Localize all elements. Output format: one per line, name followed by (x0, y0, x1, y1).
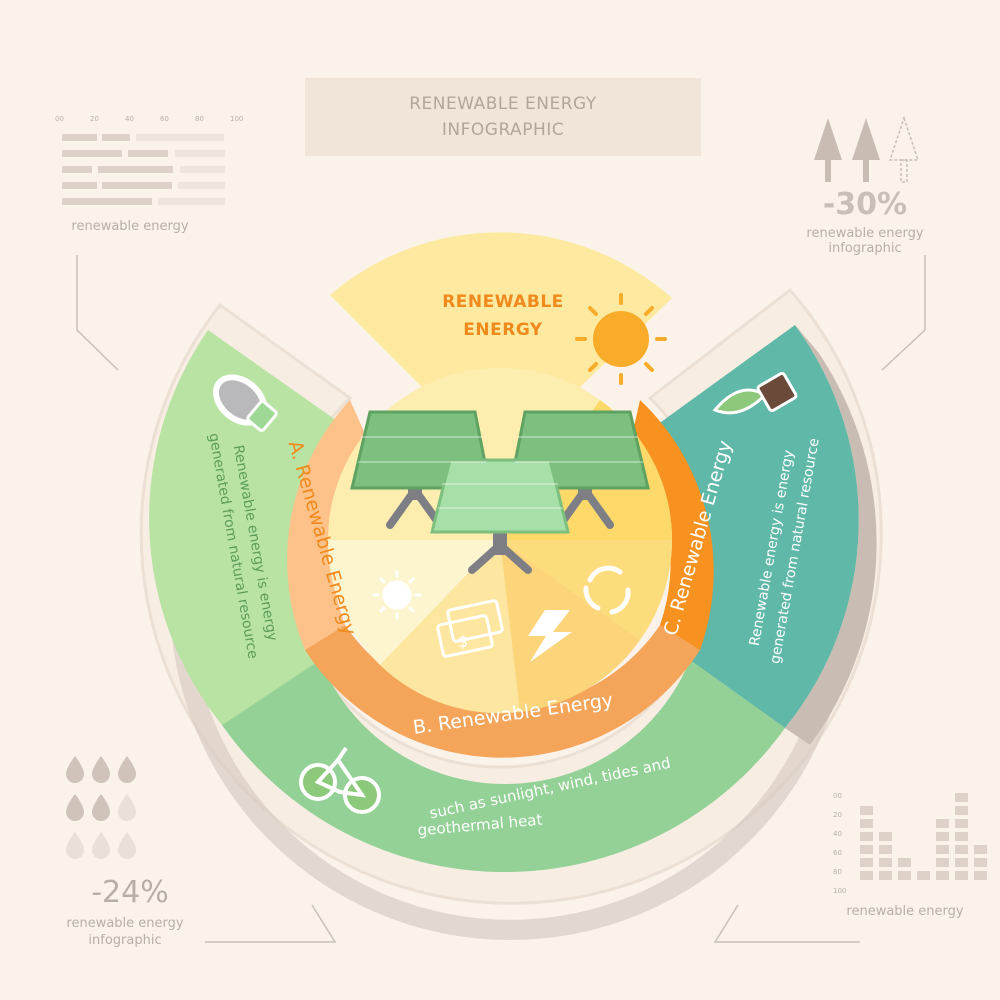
top-right-value: -30% (822, 187, 908, 222)
bulb-icon (213, 374, 278, 432)
header-line-2: INFOGRAPHIC (441, 120, 565, 140)
top-left-caption: renewable energy (71, 219, 189, 234)
bottom-right-tick: 80 (833, 868, 842, 876)
recycle-icon (583, 565, 631, 615)
top-left-tick: 80 (195, 115, 204, 123)
bottom-right-tick: 00 (833, 792, 842, 800)
block-chart-cell (860, 806, 873, 815)
connector-top-right (881, 255, 926, 371)
inner-slice-3 (500, 540, 640, 712)
connector-bottom-right (713, 904, 860, 943)
block-chart-cell (955, 871, 968, 880)
block-chart-cell (860, 871, 873, 880)
block-chart-cell (974, 858, 987, 867)
block-chart-cell (955, 806, 968, 815)
block-chart-cell (898, 858, 911, 867)
center-line-2: ENERGY (463, 320, 543, 340)
bottom-right-caption: renewable energy (846, 904, 964, 919)
segment-b[interactable] (222, 660, 785, 873)
bicycle-icon (299, 746, 381, 814)
block-chart-cell (898, 871, 911, 880)
sun-icon (575, 293, 667, 385)
bottom-right-block-chart (860, 793, 987, 880)
block-chart-cell (955, 819, 968, 828)
top-left-tick: 100 (230, 115, 244, 123)
drops-icon (66, 756, 136, 859)
lightning-icon (528, 610, 572, 662)
top-left-tick: 00 (55, 115, 64, 123)
plant-icon (712, 371, 798, 415)
bottom-right-tick: 60 (833, 849, 842, 857)
block-chart-cell (936, 858, 949, 867)
top-left-bar-chart (62, 134, 225, 205)
block-chart-cell (879, 832, 892, 841)
block-chart-cell (860, 819, 873, 828)
block-chart-cell (917, 871, 930, 880)
block-chart-cell (936, 832, 949, 841)
block-chart-cell (936, 845, 949, 854)
ring-b (305, 625, 700, 758)
segment-c[interactable] (650, 325, 859, 728)
top-fan (330, 232, 672, 465)
block-chart-cell (879, 845, 892, 854)
block-chart-cell (955, 832, 968, 841)
solar-panel-center-icon (430, 458, 570, 574)
svg-text:$: $ (458, 632, 468, 651)
connector-bottom-left (205, 904, 337, 943)
bottom-left-value: -24% (91, 875, 169, 910)
segment-c-edge (785, 325, 877, 745)
block-chart-cell (860, 858, 873, 867)
bottom-left-caption-1: renewable energy (66, 916, 184, 931)
bottom-right-tick: 100 (833, 887, 847, 895)
header-title-box: RENEWABLE ENERGY INFOGRAPHIC (305, 78, 701, 156)
block-chart-cell (860, 845, 873, 854)
small-sun-icon (372, 570, 422, 620)
top-left-tick: 20 (90, 115, 99, 123)
top-right-caption-1: renewable energy (806, 226, 924, 241)
trees-icon (814, 115, 920, 183)
center-line-1: RENEWABLE (442, 292, 564, 312)
panel-grid (358, 436, 643, 509)
top-right-caption-2: infographic (828, 241, 902, 256)
money-icon: $ (436, 599, 504, 658)
inner-slice-1 (327, 540, 500, 665)
block-chart-cell (879, 871, 892, 880)
block-chart-cell (955, 858, 968, 867)
block-chart-cell (974, 845, 987, 854)
header-line-1: RENEWABLE ENERGY (409, 94, 597, 114)
top-left-tick: 60 (160, 115, 169, 123)
block-chart-cell (974, 871, 987, 880)
connector-top-left (76, 255, 119, 371)
block-chart-cell (955, 793, 968, 802)
bottom-left-caption-2: infographic (88, 933, 162, 948)
block-chart-cell (936, 819, 949, 828)
block-chart-cell (879, 858, 892, 867)
bottom-right-tick: 20 (833, 811, 842, 819)
block-chart-cell (936, 871, 949, 880)
bottom-right-tick: 40 (833, 830, 842, 838)
center-title: RENEWABLE ENERGY (400, 288, 606, 344)
block-chart-cell (860, 832, 873, 841)
top-left-tick: 40 (125, 115, 134, 123)
block-chart-cell (955, 845, 968, 854)
